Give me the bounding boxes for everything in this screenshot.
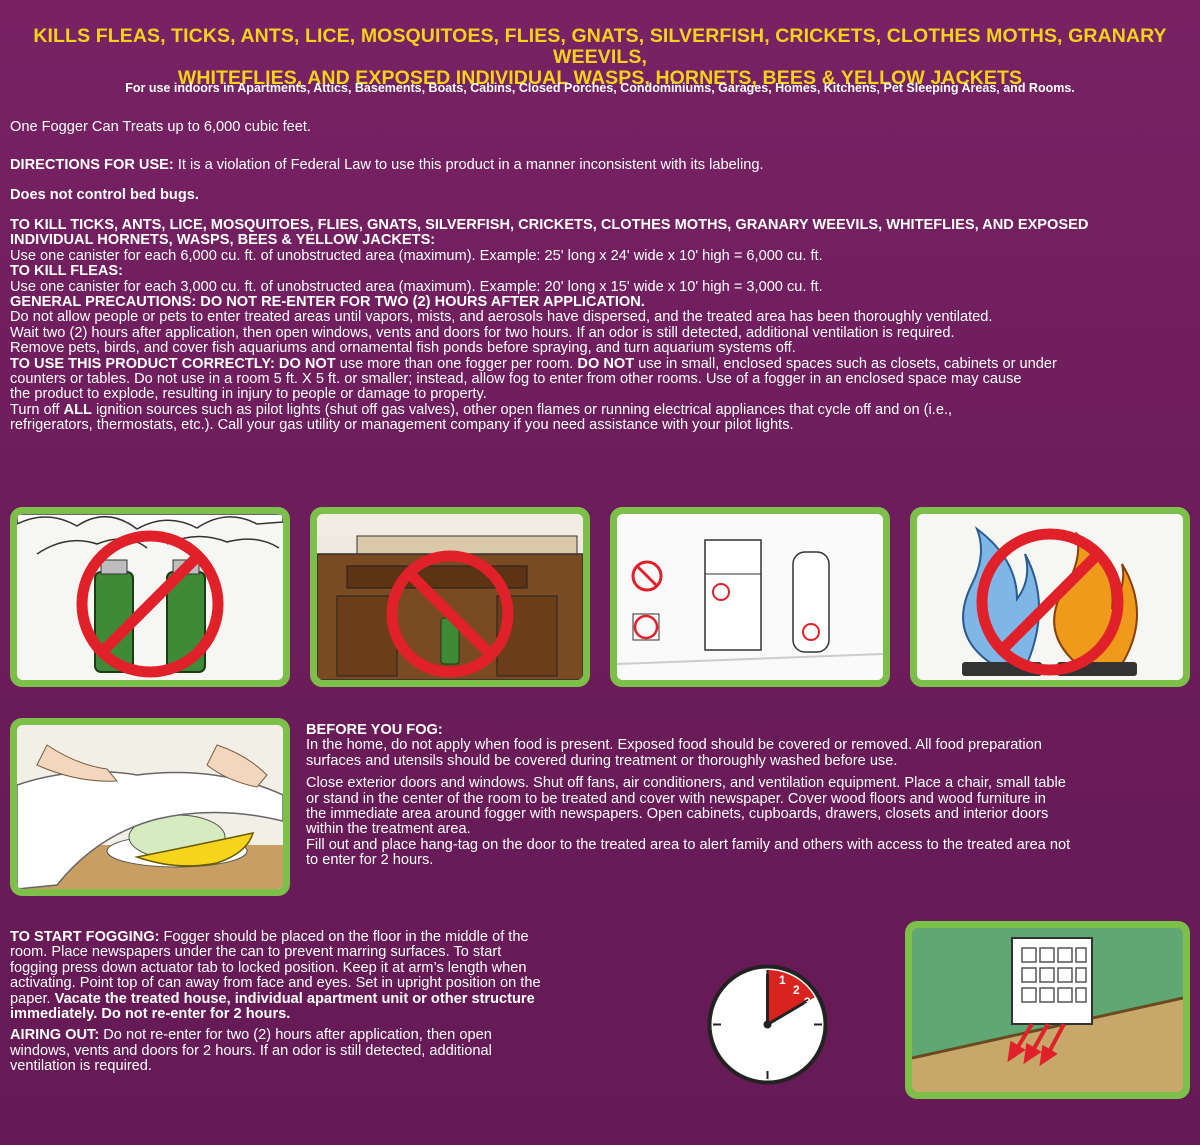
before-fog-p2-3: the immediate area around fogger with ne… — [306, 806, 1049, 823]
cabinet-panel — [310, 507, 590, 687]
precautions-line-3: Remove pets, birds, and cover fish aquar… — [10, 340, 796, 357]
correctly-line-3: the product to explode, resulting in inj… — [10, 386, 487, 403]
airing-out-line-2: windows, vents and doors for 2 hours. If… — [10, 1042, 492, 1059]
appliances-panel — [610, 507, 890, 687]
correctly-line-4: Turn off ALL ignition sources such as pi… — [10, 401, 953, 418]
before-fog-heading: BEFORE YOU FOG: — [306, 722, 443, 738]
start-fogging-line-6: immediately. Do not re-enter for 2 hours… — [10, 1006, 291, 1023]
vent-panel — [905, 921, 1190, 1099]
bed-bugs-note: Does not control bed bugs. — [10, 187, 199, 203]
airing-out-line-3: ventilation is required. — [10, 1058, 152, 1075]
appliances-no-icon — [617, 514, 883, 680]
kill-ticks-heading-1: TO KILL TICKS, ANTS, LICE, MOSQUITOES, F… — [10, 217, 1089, 233]
kill-ticks-section: TO KILL TICKS, ANTS, LICE, MOSQUITOES, F… — [10, 217, 1195, 434]
flames-no-icon — [917, 514, 1183, 680]
clock-number-1: 1 — [779, 973, 786, 987]
precautions-line-1: Do not allow people or pets to enter tre… — [10, 309, 993, 326]
coverage-text: One Fogger Can Treats up to 6,000 cubic … — [10, 119, 311, 135]
start-fogging-section: TO START FOGGING: Fogger should be place… — [10, 929, 660, 1075]
two-canisters-no-icon — [17, 514, 283, 680]
start-fogging-line-5: paper. Vacate the treated house, individ… — [10, 990, 535, 1007]
directions-label: DIRECTIONS FOR USE: — [10, 157, 174, 173]
correctly-line-5: refrigerators, thermostats, etc.). Call … — [10, 417, 794, 434]
precautions-line-2: Wait two (2) hours after application, th… — [10, 324, 955, 341]
start-fogging-line-3: fogging press down actuator tab to locke… — [10, 959, 527, 976]
start-fogging-line-2: room. Place newspapers under the can to … — [10, 944, 502, 961]
kill-fleas-heading: TO KILL FLEAS: — [10, 263, 123, 280]
cover-food-icon — [17, 725, 283, 889]
airing-out-line-1: AIRING OUT: Do not re-enter for two (2) … — [10, 1027, 492, 1044]
cover-food-panel — [10, 718, 290, 896]
correctly-line-1: TO USE THIS PRODUCT CORRECTLY: DO NOT us… — [10, 355, 1057, 372]
kills-line-1: KILLS FLEAS, TICKS, ANTS, LICE, MOSQUITO… — [33, 25, 1167, 68]
before-you-fog-section: BEFORE YOU FOG: In the home, do not appl… — [306, 722, 1186, 869]
correctly-line-2: counters or tables. Do not use in a room… — [10, 371, 1022, 388]
clock-number-3: 3 — [804, 995, 811, 1009]
directions-text: It is a violation of Federal Law to use … — [173, 157, 764, 173]
kill-ticks-heading-2: INDIVIDUAL HORNETS, WASPS, BEES & YELLOW… — [10, 232, 436, 249]
start-fogging-line-4: activating. Point top of can away from f… — [10, 975, 541, 992]
before-fog-p1-1: In the home, do not apply when food is p… — [306, 737, 1042, 754]
before-fog-p2-1: Close exterior doors and windows. Shut o… — [306, 775, 1066, 792]
start-fogging-line-1: TO START FOGGING: Fogger should be place… — [10, 929, 529, 945]
kills-line-2: WHITEFLIES, AND EXPOSED INDIVIDUAL WASPS… — [177, 67, 1023, 89]
precautions-heading: GENERAL PRECAUTIONS: DO NOT RE-ENTER FOR… — [10, 294, 645, 311]
before-fog-p3-2: to enter for 2 hours. — [306, 852, 434, 869]
flames-panel — [910, 507, 1190, 687]
kill-ticks-text: Use one canister for each 6,000 cu. ft. … — [10, 247, 823, 264]
before-fog-p2-4: within the treatment area. — [306, 821, 471, 838]
before-fog-p2-2: or stand in the center of the room to be… — [306, 790, 1046, 807]
directions-for-use: DIRECTIONS FOR USE: It is a violation of… — [10, 157, 764, 173]
vent-icon — [912, 928, 1183, 1092]
clock-icon: 1 2 3 — [705, 962, 830, 1087]
cabinet-no-icon — [317, 514, 583, 680]
canisters-panel — [10, 507, 290, 687]
before-fog-p1-2: surfaces and utensils should be covered … — [306, 752, 898, 769]
kills-headline: KILLS FLEAS, TICKS, ANTS, LICE, MOSQUITO… — [10, 26, 1190, 89]
kill-fleas-text: Use one canister for each 3,000 cu. ft. … — [10, 278, 823, 295]
indoor-uses: For use indoors in Apartments, Attics, B… — [125, 81, 1075, 95]
before-fog-p3-1: Fill out and place hang-tag on the door … — [306, 836, 1071, 853]
clock-number-2: 2 — [793, 983, 800, 997]
